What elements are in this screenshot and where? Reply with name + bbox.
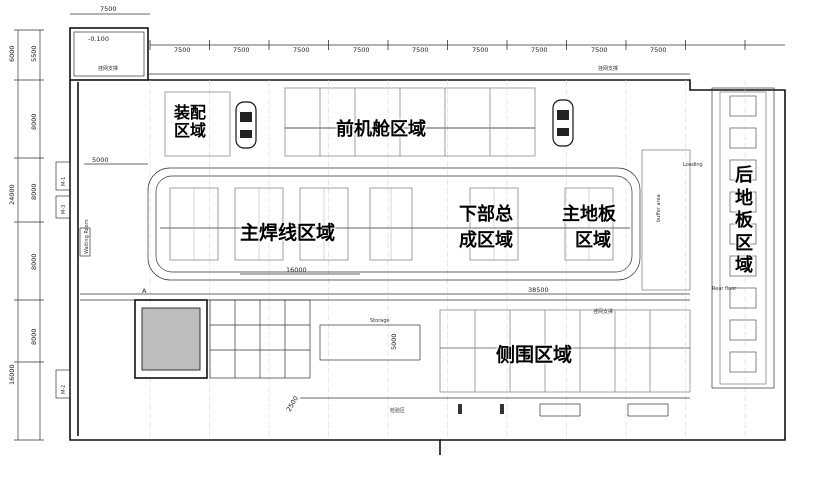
- dim-span-6: 7500: [472, 46, 489, 54]
- dim-span-7: 7500: [531, 46, 548, 54]
- label-overhead-1: 挂网支撑: [98, 65, 118, 72]
- zone-main-floor-2: 区域: [575, 230, 611, 251]
- zone-rear-floor: 后 地 板 区 域: [735, 165, 753, 276]
- outer-wall-left: [69, 80, 441, 455]
- dim-left-2: 5500: [30, 45, 38, 62]
- marker-m1: M-1: [61, 177, 67, 186]
- dim-span-8: 7500: [591, 46, 608, 54]
- label-overhead-3: 挂网支撑: [593, 308, 613, 315]
- dim-left-1: 6000: [8, 45, 16, 62]
- dim-span-2: 7500: [233, 46, 250, 54]
- dim-span-5: 7500: [412, 46, 429, 54]
- label-station-bottom: 检验区: [390, 407, 405, 414]
- assembly-area-box: [164, 91, 231, 157]
- car-icon: [235, 101, 257, 149]
- label-waiting: Waiting Room: [84, 219, 90, 254]
- dim-5000b: 5000: [390, 333, 398, 350]
- dim-top-corner: 7500: [100, 5, 117, 13]
- marker-m3: M-3: [61, 205, 67, 214]
- dim-span-4: 7500: [353, 46, 370, 54]
- label-storage: Storage: [370, 318, 390, 324]
- dim-left-8: 8000: [30, 328, 38, 345]
- zone-main-weld: 主焊线区域: [240, 222, 336, 244]
- dim-span-9: 7500: [650, 46, 667, 54]
- zone-assembly: 装配 区域: [174, 103, 207, 141]
- dim-2500: 2500: [285, 395, 300, 413]
- dim-left-5: 8000: [30, 183, 38, 200]
- dim-left-3: 8000: [30, 113, 38, 130]
- storage-room: [134, 299, 208, 379]
- main-weld-loop: [147, 167, 641, 281]
- zone-front-cabin: 前机舱区域: [336, 119, 426, 140]
- dim-span-1: 7500: [174, 46, 191, 54]
- dim-left-7: 16000: [8, 364, 16, 385]
- dim-left-4: 24000: [8, 184, 16, 205]
- zone-lower-assembly-1: 下部总: [459, 204, 513, 225]
- dim-5000: 5000: [92, 156, 109, 164]
- marker-a: A: [142, 287, 147, 295]
- level-mark: -0.100: [88, 35, 109, 43]
- rear-floor-line: [711, 87, 775, 389]
- dim-left-6: 8000: [30, 253, 38, 270]
- label-buffer: buffer area: [656, 194, 662, 222]
- zone-lower-assembly-2: 成区域: [459, 230, 513, 251]
- zone-side-frame: 侧围区域: [496, 344, 573, 366]
- dim-38500: 38500: [528, 286, 549, 294]
- dim-span-3: 7500: [293, 46, 310, 54]
- label-loading: Loading: [683, 162, 703, 168]
- zone-main-floor-1: 主地板: [562, 204, 616, 225]
- dim-16000: 16000: [286, 266, 307, 274]
- car-icon: [552, 99, 574, 147]
- buffer-area: [641, 149, 691, 291]
- stair-core-box: [69, 27, 149, 81]
- label-overhead-2: 挂网支撑: [598, 65, 618, 72]
- label-rear-floor: Rear floor: [712, 286, 737, 292]
- marker-m2: M-2: [61, 385, 67, 394]
